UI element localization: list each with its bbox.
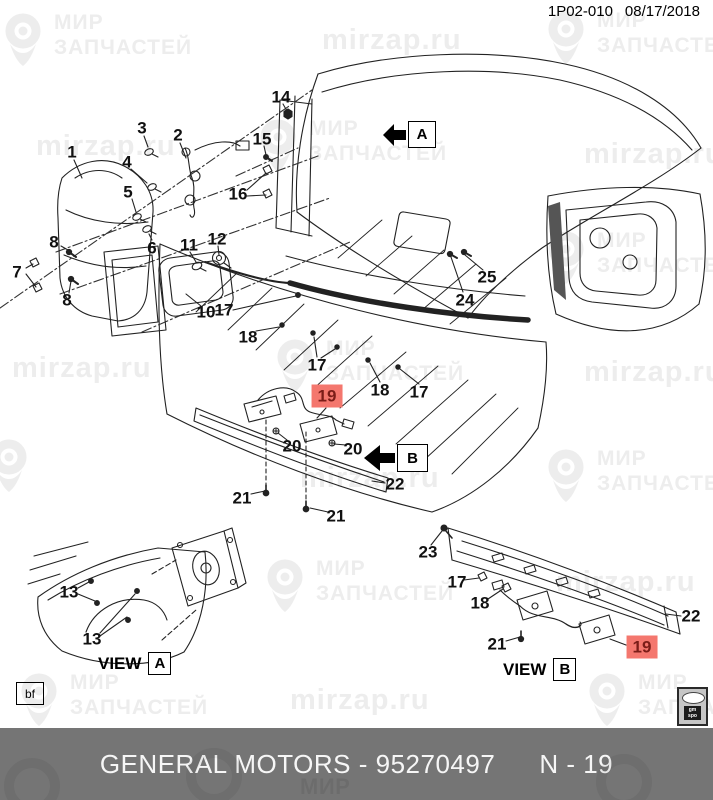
direction-arrow-icon [383, 124, 406, 146]
location-pin-icon [5, 13, 41, 66]
view-a-label: VIEW A [98, 652, 172, 675]
watermark-url: mirzap.ru [12, 352, 152, 384]
view-b-box: B [553, 658, 577, 681]
view-b-label: VIEW B [503, 658, 577, 681]
direction-marker-b: B [364, 443, 428, 473]
direction-box-a: A [408, 121, 436, 148]
view-b-text: VIEW [503, 659, 547, 679]
fastener-glyphs [29, 108, 525, 643]
view-b-art [447, 527, 681, 645]
footer-bar: МИР GENERAL MOTORS - 95270497 N - 19 [0, 728, 713, 800]
view-a-text: VIEW [98, 653, 142, 673]
location-pin-icon [548, 449, 584, 502]
drawing-number: 1P02-010 [547, 3, 613, 20]
footer-brand-part: GENERAL MOTORS - 95270497 [99, 748, 496, 779]
watermark-url: mirzap.ru [584, 138, 713, 170]
lamp-pocket-art [546, 186, 706, 332]
footer-watermark-ghost [596, 754, 652, 800]
direction-marker-a: A [383, 121, 436, 148]
spo-oval [682, 692, 705, 704]
footer-watermark-ghost [4, 758, 60, 800]
location-pin-icon [0, 439, 27, 492]
watermark-url: mirzap.ru [290, 684, 430, 716]
location-pin-icon [589, 673, 625, 726]
hatch-lines [195, 219, 519, 475]
location-pin-icon [267, 559, 303, 612]
drawing-date: 08/17/2018 [624, 3, 700, 20]
watermark-layer: МИРЗАПЧАСТЕЙmirzap.ruМИРЗАПЧАСТЕЙmirzap.… [0, 8, 713, 726]
trunk-lid-art [275, 53, 702, 319]
exploded-diagram-art [0, 53, 706, 665]
view-a-box: A [148, 652, 172, 675]
location-pin-icon [548, 11, 584, 64]
direction-arrow-icon [364, 445, 395, 471]
leader-lines [25, 103, 682, 646]
sheet-code-box: bf [16, 682, 44, 705]
direction-box-b: B [397, 444, 428, 472]
watermark-url: mirzap.ru [556, 566, 696, 598]
location-pin-icon [277, 339, 313, 392]
footer-watermark-ghost [186, 748, 242, 800]
watermark-url: mirzap.ru [36, 130, 176, 162]
footer-watermark-ghost-text: МИР [300, 774, 351, 799]
view-a-art [27, 527, 247, 665]
page-header: 1P02-010 08/17/2018 [548, 3, 700, 20]
tail-lamp-exploded-art [57, 140, 250, 337]
watermark-logo [0, 436, 32, 493]
watermark-url: mirzap.ru [322, 24, 462, 56]
watermark-url: mirzap.ru [584, 356, 713, 388]
applique-art [193, 387, 389, 507]
